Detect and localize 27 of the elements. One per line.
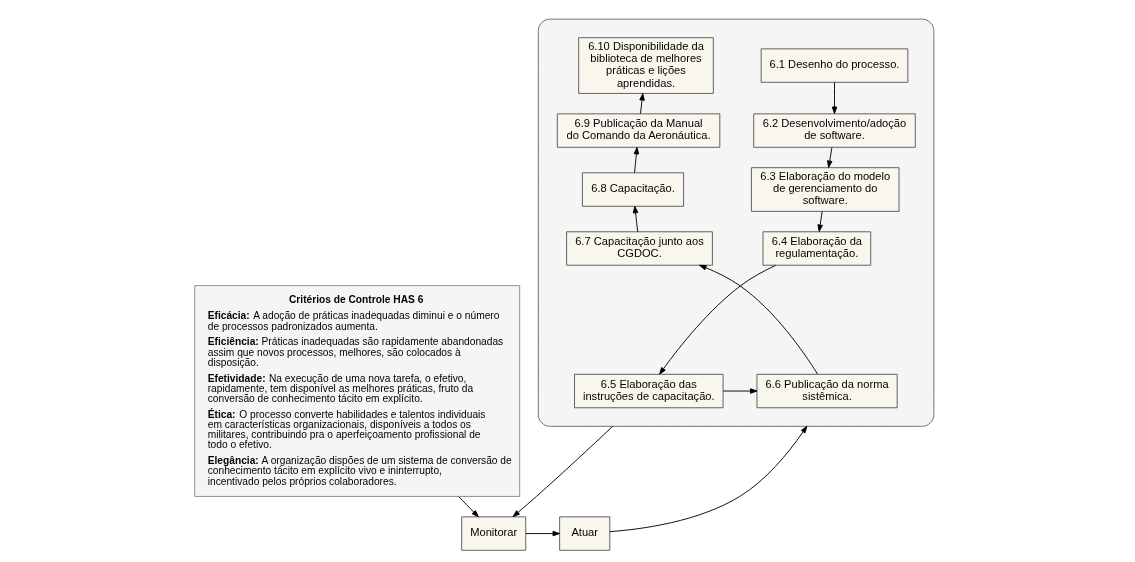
node-box: 6.4 Elaboração da regulamentação. [762, 231, 871, 266]
node-box: Critérios de Controle HAS 6 Eficácia: A adoção de práticas inadequadas diminui e o número de processos padronizados aumenta. Eficiência: Práticas inadequadas são rapidamente abandonadas assim que novos processos, melhores, são colocados à disposição. Efetividade: Na execução de uma nova tarefa, o efetivo, rapidamente, tem disponível as melhores práticas, fruto da conversão de conhecimento tácito em explícito. Ética: O processo converte habilidades e talentos individuais em características organizacionais, disponíveis a todos os militares, contribuindo pra o aperfeiçoamento profissional de todo o efetivo. Elegância: A organização dispões de um sistema de conversão de conhecimento tácito em explícito vivo e ininterrupto, incentivado pelos próprios colaboradores. [193, 285, 520, 497]
node-box: Monitorar [460, 516, 526, 551]
arrow [658, 264, 776, 375]
arrow [633, 146, 639, 174]
arrow [638, 93, 645, 115]
arrow [816, 210, 823, 232]
arrow [525, 530, 560, 537]
node-box: 6.3 Elaboração do modelo de gerenciamento do software. [750, 167, 899, 212]
node-box: 6.5 Elaboração das instruções de capacitação. [573, 373, 724, 409]
node-box: 6.8 Capacitação. [581, 172, 684, 207]
node-box: 6.7 Capacitação junto aos CGDOC. [565, 231, 713, 266]
arrow [608, 425, 807, 533]
arrow [632, 205, 638, 233]
node-box: 6.9 Publicação da Manual do Comando da Aeronáutica. [556, 113, 720, 148]
arrow [698, 264, 818, 375]
arrow [831, 81, 837, 114]
node-box: 6.2 Desenvolvimento/adoção de software. [752, 113, 916, 148]
node-box: 6.10 Disponibilidade da biblioteca de melhores práticas e lições aprendidas. [577, 37, 714, 94]
arrow [512, 425, 613, 518]
arrow [457, 496, 479, 518]
arrow [826, 146, 832, 168]
arrow [722, 388, 757, 394]
node-box: 6.1 Desenho do processo. [760, 48, 908, 83]
cluster [537, 18, 934, 427]
node-box: 6.6 Publicação da norma sistêmica. [756, 373, 898, 409]
node-box: Atuar [558, 516, 610, 551]
